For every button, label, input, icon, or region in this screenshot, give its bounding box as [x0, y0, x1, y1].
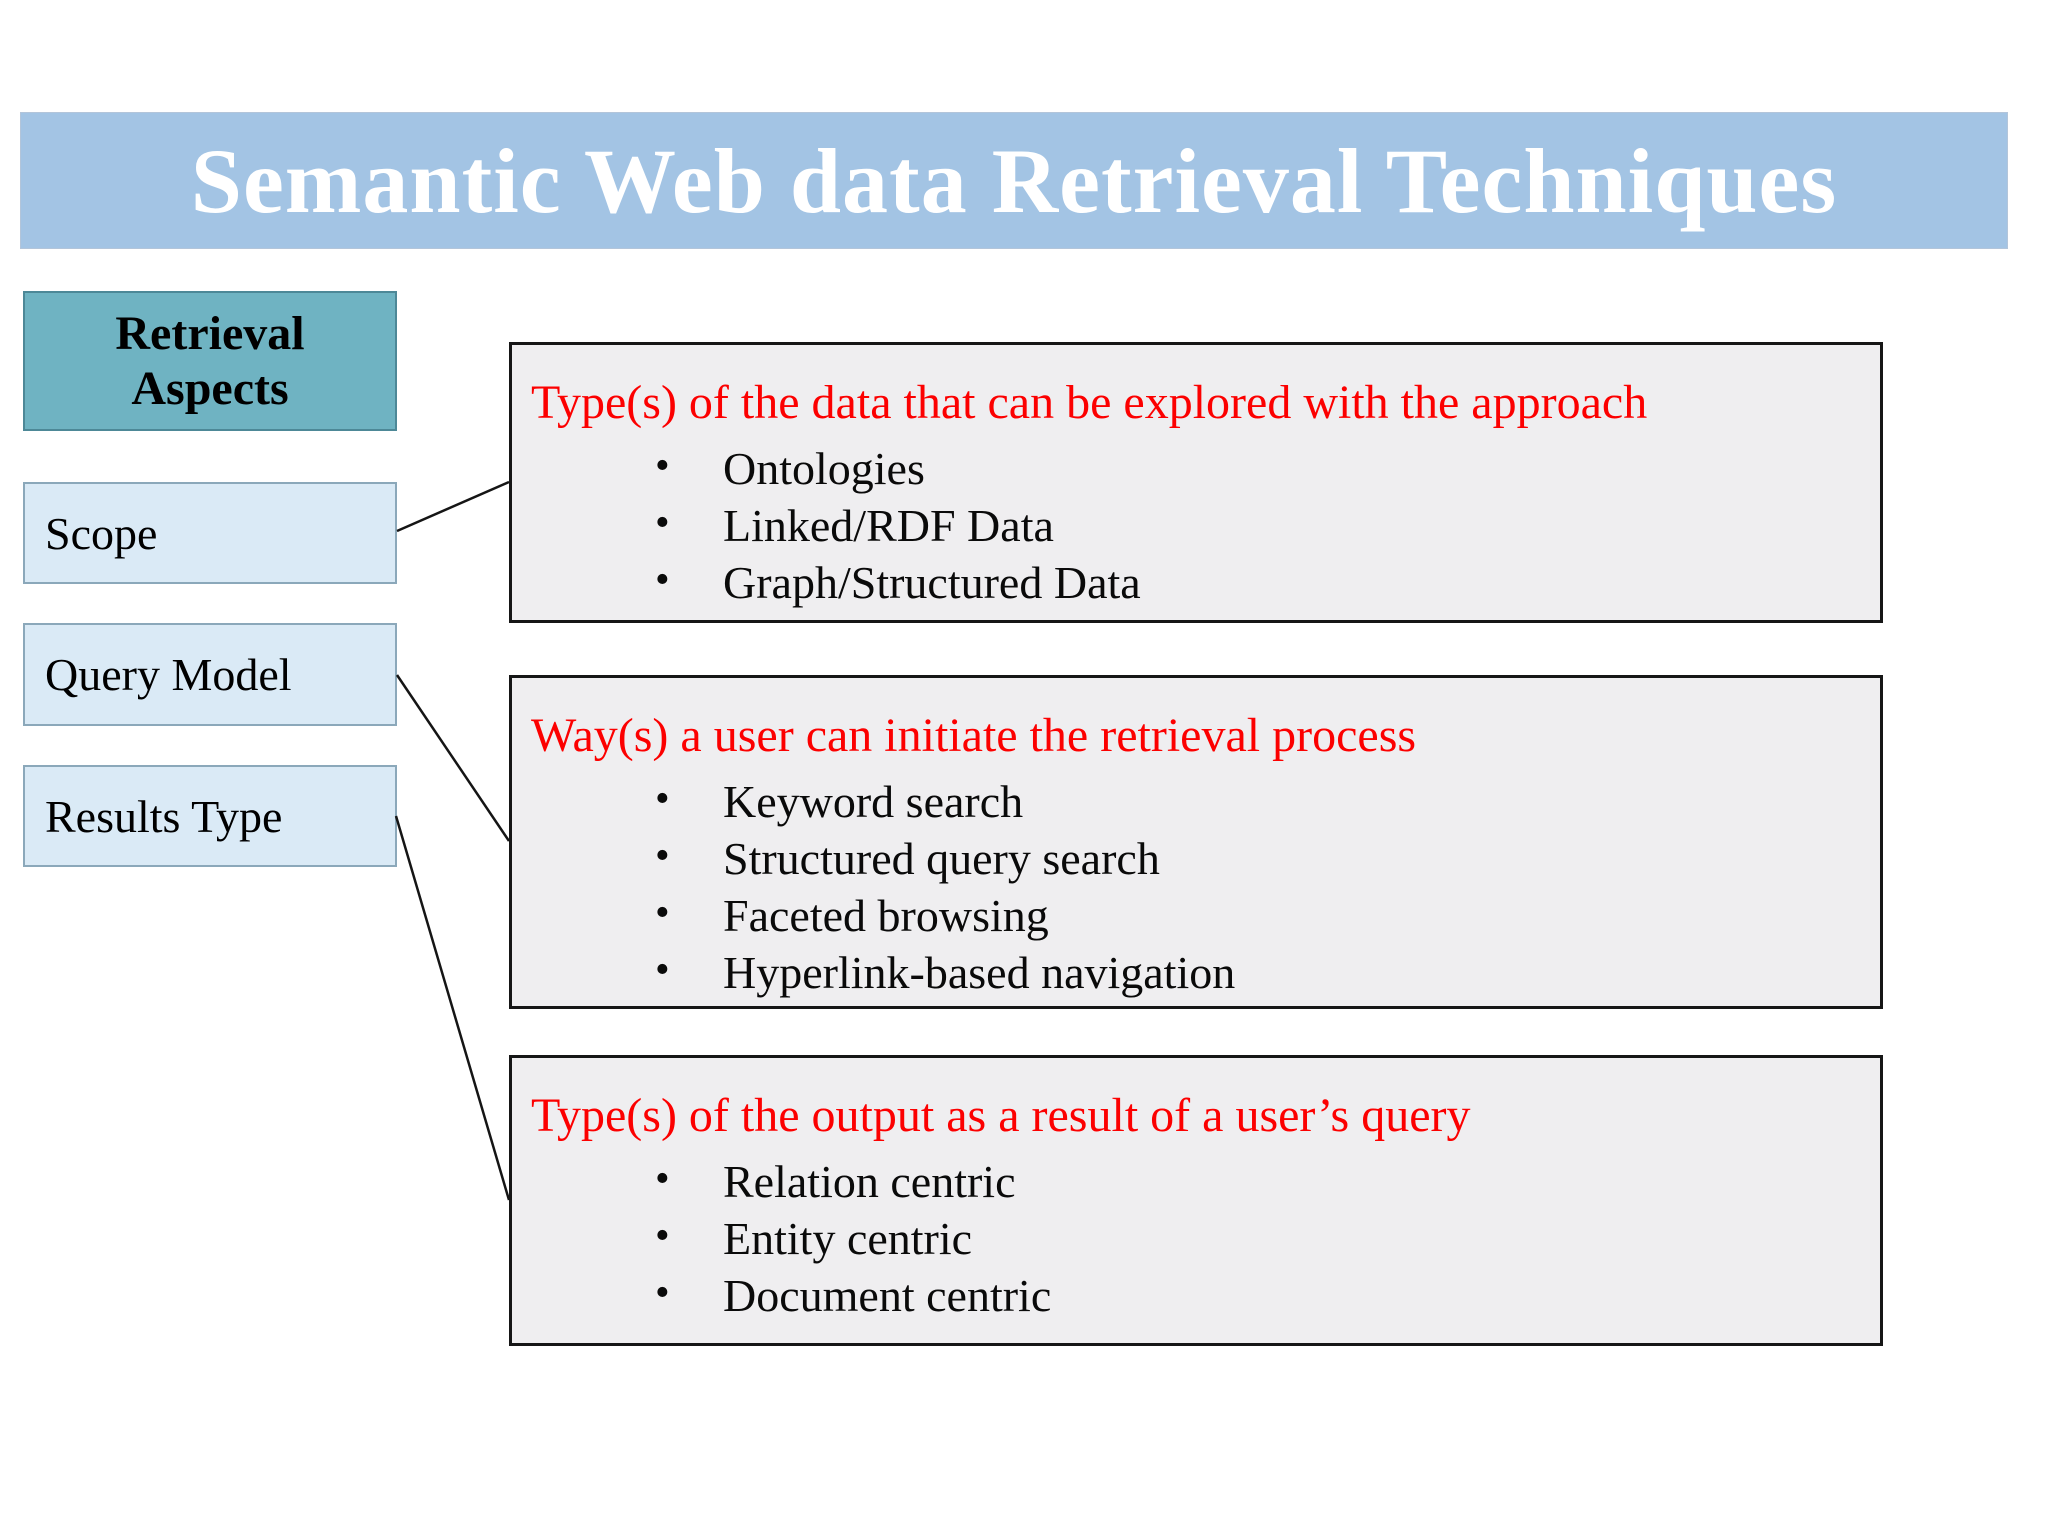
list-item: Ontologies — [531, 438, 1856, 497]
list-item: Faceted browsing — [531, 885, 1856, 944]
panel-query-initiation: Way(s) a user can initiate the retrieval… — [509, 675, 1883, 1009]
list-item: Structured query search — [531, 828, 1856, 887]
connector-line-query-model — [395, 674, 511, 842]
panel-output-types-list: Relation centric Entity centric Document… — [531, 1151, 1856, 1324]
retrieval-aspects-label: Retrieval Aspects — [115, 306, 305, 415]
aspect-item-query-model-label: Query Model — [45, 649, 292, 700]
aspect-item-scope-label: Scope — [45, 507, 158, 559]
list-item: Hyperlink-based navigation — [531, 942, 1856, 1001]
aspect-item-query-model: Query Model — [23, 623, 397, 726]
list-item: Document centric — [531, 1265, 1856, 1324]
title-banner: Semantic Web data Retrieval Techniques — [20, 112, 2008, 249]
list-item: Graph/Structured Data — [531, 552, 1856, 611]
list-item: Relation centric — [531, 1151, 1856, 1210]
retrieval-aspects-header: Retrieval Aspects — [23, 291, 397, 431]
panel-data-types-heading: Type(s) of the data that can be explored… — [531, 376, 1648, 429]
aspect-item-results-type: Results Type — [23, 765, 397, 867]
connector-line-results-type — [394, 815, 511, 1201]
list-item: Keyword search — [531, 771, 1856, 830]
panel-data-types: Type(s) of the data that can be explored… — [509, 342, 1883, 623]
panel-query-initiation-list: Keyword search Structured query search F… — [531, 771, 1856, 1001]
panel-output-types-heading: Type(s) of the output as a result of a u… — [531, 1089, 1471, 1142]
slide-title: Semantic Web data Retrieval Techniques — [190, 129, 1838, 232]
panel-output-types: Type(s) of the output as a result of a u… — [509, 1055, 1883, 1346]
aspect-item-scope: Scope — [23, 482, 397, 584]
panel-data-types-list: Ontologies Linked/RDF Data Graph/Structu… — [531, 438, 1856, 611]
connector-line-scope — [396, 480, 510, 533]
list-item: Linked/RDF Data — [531, 495, 1856, 554]
list-item: Entity centric — [531, 1208, 1856, 1267]
panel-query-initiation-heading: Way(s) a user can initiate the retrieval… — [531, 709, 1417, 762]
aspect-item-results-type-label: Results Type — [45, 790, 283, 842]
